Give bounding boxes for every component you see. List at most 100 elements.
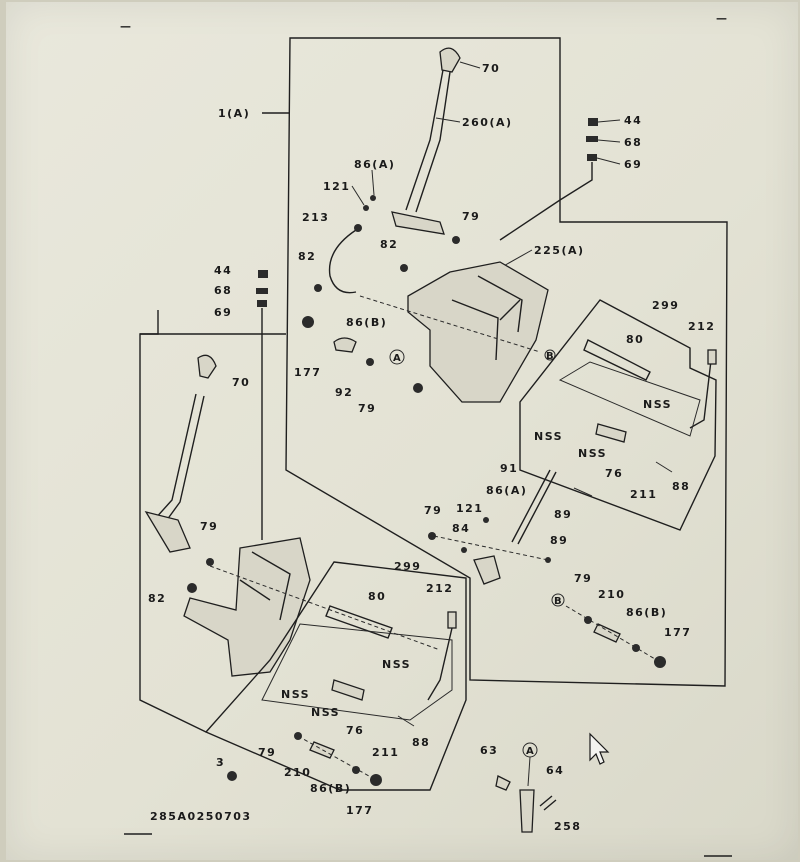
axis-line bbox=[359, 295, 541, 353]
box-callout-69: 69 bbox=[624, 158, 642, 171]
washer-79b-callout: 79 bbox=[358, 402, 376, 415]
lower-bracket bbox=[183, 537, 311, 677]
group-label: 1(A) bbox=[218, 107, 250, 120]
lower-82-callout: 82 bbox=[148, 592, 166, 605]
pin-121 bbox=[363, 205, 369, 211]
link-pin-121 bbox=[483, 517, 489, 523]
lower-washer-79 bbox=[206, 558, 214, 566]
lower-lever bbox=[153, 393, 205, 525]
lower-79-callout: 79 bbox=[200, 520, 218, 533]
upper-lever bbox=[405, 69, 451, 213]
corner-mark-left: — bbox=[120, 20, 133, 33]
upper-rod212-end bbox=[707, 349, 717, 365]
upper-pin88-callout: 88 bbox=[672, 480, 690, 493]
lower-nss3: NSS bbox=[311, 706, 340, 719]
lower-axis-2 bbox=[297, 735, 377, 781]
cable-ref-a: A bbox=[526, 746, 535, 757]
lower-bracket80 bbox=[325, 605, 393, 639]
bolt-86b-callout: 86(B) bbox=[346, 316, 387, 329]
lever-callout: 260(A) bbox=[462, 116, 513, 129]
link-210-callout: 210 bbox=[598, 588, 625, 601]
upper-arm211-callout: 211 bbox=[630, 488, 657, 501]
upper-rod212-callout: 212 bbox=[688, 320, 715, 333]
nut-177 bbox=[302, 316, 314, 328]
rod-91 bbox=[511, 469, 557, 545]
upper-nss3: NSS bbox=[578, 447, 607, 460]
diagram-sheet bbox=[6, 2, 798, 860]
box-callout-68: 68 bbox=[624, 136, 642, 149]
link-axis-2 bbox=[565, 605, 661, 663]
leader-lever bbox=[435, 117, 461, 123]
lower-box-69: 69 bbox=[214, 306, 232, 319]
link-177-callout: 177 bbox=[664, 626, 691, 639]
box-part-69 bbox=[587, 154, 597, 161]
upper-nss1: NSS bbox=[643, 398, 672, 411]
leader-44 bbox=[597, 119, 621, 123]
cable-clip-63 bbox=[495, 775, 511, 791]
upper-bracket80 bbox=[583, 339, 651, 381]
ref-a-label: A bbox=[393, 353, 402, 364]
link-nut bbox=[654, 656, 666, 668]
lower-part-68 bbox=[256, 288, 268, 294]
link-86a-callout: 86(A) bbox=[486, 484, 527, 497]
upper-bracket bbox=[407, 261, 549, 403]
lower-inner-frame bbox=[261, 623, 453, 721]
upper-detail-box bbox=[519, 299, 717, 531]
lower-177-callout: 177 bbox=[346, 804, 373, 817]
washer-79a bbox=[452, 236, 460, 244]
upper-spring76 bbox=[595, 423, 627, 443]
lower-axis bbox=[209, 565, 441, 651]
lower-pin88 bbox=[397, 715, 415, 727]
box-callout-44: 44 bbox=[624, 114, 642, 127]
lower-76-callout: 76 bbox=[346, 724, 364, 737]
cable-258-callout: 258 bbox=[554, 820, 581, 833]
bolt-82b bbox=[314, 284, 322, 292]
lower-rod212-callout: 212 bbox=[426, 582, 453, 595]
link-axis bbox=[433, 535, 549, 561]
bolt-82b-callout: 82 bbox=[298, 250, 316, 263]
lower-bush210 bbox=[309, 741, 335, 759]
bolt-82a bbox=[400, 264, 408, 272]
washer-79b bbox=[366, 358, 374, 366]
upper-knob bbox=[439, 47, 461, 73]
drawing-number: 285A0250703 bbox=[150, 810, 252, 823]
link-clevis bbox=[473, 555, 501, 585]
link-ref-b-circle bbox=[551, 593, 565, 607]
lower-nut177 bbox=[370, 774, 382, 786]
box-leader bbox=[499, 162, 593, 241]
lower-rod212 bbox=[427, 627, 453, 701]
lower-nss1: NSS bbox=[382, 658, 411, 671]
box-part-44 bbox=[588, 118, 598, 126]
cable-ref-leader bbox=[527, 756, 531, 787]
lower-rod212-end bbox=[447, 611, 457, 629]
lower-86b-callout: 86(B) bbox=[310, 782, 351, 795]
ref-b-label: B bbox=[546, 351, 555, 362]
lower-lever-base bbox=[144, 510, 191, 553]
leader-68 bbox=[597, 139, 621, 143]
ref-a-circle bbox=[389, 349, 405, 365]
lower-88-callout: 88 bbox=[412, 736, 430, 749]
link-pin-84 bbox=[461, 547, 467, 553]
cable-clip-64 bbox=[539, 795, 557, 811]
lower-spring76 bbox=[331, 679, 365, 701]
nut-177-callout: 177 bbox=[294, 366, 321, 379]
cable-213-end bbox=[354, 224, 362, 232]
lower-bolt-82 bbox=[187, 583, 197, 593]
lower-79b-callout: 79 bbox=[258, 746, 276, 759]
upper-rod212 bbox=[689, 351, 713, 429]
cable-64-callout: 64 bbox=[546, 764, 564, 777]
washer-79a-callout: 79 bbox=[462, 210, 480, 223]
lower-box-44: 44 bbox=[214, 264, 232, 277]
link-bolt bbox=[632, 644, 640, 652]
lower-detail-box bbox=[204, 561, 467, 791]
bracket-callout: 225(A) bbox=[534, 244, 585, 257]
bolt-a bbox=[370, 195, 376, 201]
link-121-callout: 121 bbox=[456, 502, 483, 515]
spring-92 bbox=[333, 337, 357, 353]
upper-knob-callout: 70 bbox=[482, 62, 500, 75]
leader-knob bbox=[459, 61, 481, 69]
upper-plate-callout: 299 bbox=[652, 299, 679, 312]
leader-121 bbox=[351, 185, 365, 206]
upper-nss2: NSS bbox=[534, 430, 563, 443]
link-86b-callout: 86(B) bbox=[626, 606, 667, 619]
